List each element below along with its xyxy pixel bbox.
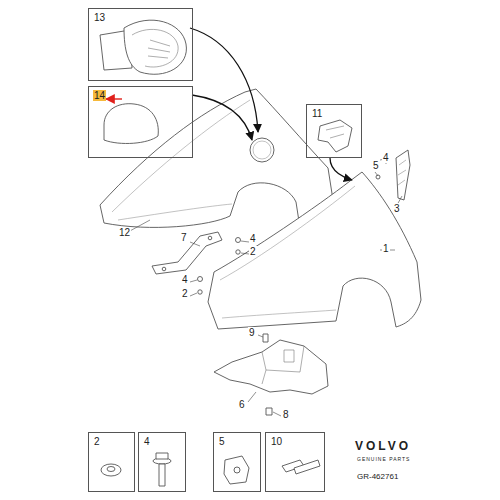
trim-piece (396, 150, 410, 200)
callout-number: 2 (93, 436, 101, 447)
part-inset-box: 11 (306, 104, 362, 158)
callout-number: 6 (238, 399, 246, 410)
callout-number: 5 (372, 160, 380, 171)
callout-number: 1 (382, 243, 390, 254)
part-inset-box: 14 (88, 86, 193, 158)
callout-number: 8 (282, 409, 290, 420)
callout-number: 11 (311, 108, 323, 119)
part-inset-box: 13 (88, 8, 193, 81)
part-inset-box: 4 (138, 432, 186, 492)
brand-text: GENUINE PARTS (356, 456, 411, 462)
callout-number: 9 (248, 327, 256, 338)
callout-number: 4 (249, 233, 257, 244)
callout-number: 2 (249, 246, 257, 257)
part-inset-box: 5 (213, 432, 261, 492)
callout-number: 4 (181, 274, 189, 285)
fuel-door (250, 138, 274, 162)
callout-number: 5 (218, 436, 226, 447)
callout-number: 10 (270, 436, 283, 447)
bracket (152, 232, 222, 274)
callout-number: 13 (93, 12, 106, 23)
callout-number: 4 (382, 152, 390, 163)
callout-number: 14 (93, 90, 106, 101)
part-inset-box: 2 (88, 432, 135, 492)
brand-text: VOLVO (354, 440, 412, 453)
part-inset-box: 10 (265, 432, 325, 492)
brand-text: GR-462761 (356, 472, 399, 481)
callout-number: 12 (118, 227, 131, 238)
bracket (214, 340, 328, 394)
callout-number: 2 (181, 288, 189, 299)
rear-fender (100, 89, 333, 228)
callout-number: 3 (393, 203, 401, 214)
callout-number: 7 (180, 232, 188, 243)
front-fender (208, 172, 421, 329)
callout-number: 4 (143, 436, 151, 447)
